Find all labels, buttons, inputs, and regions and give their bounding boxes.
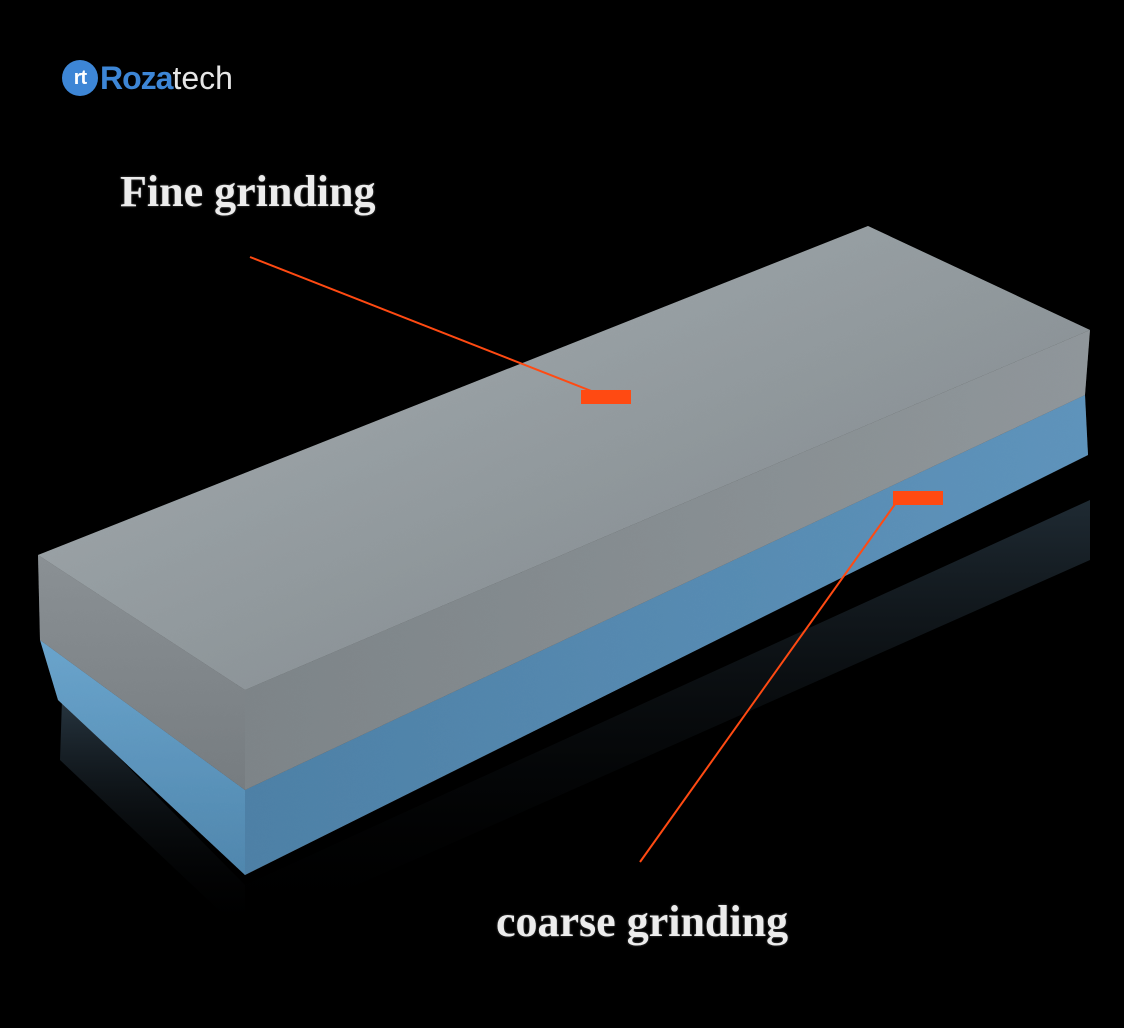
coarse-grinding-label: coarse grinding [496,897,789,946]
fine-grinding-label: Fine grinding [120,167,376,216]
brand-badge-icon: rt [62,60,98,96]
brand-badge-text: rt [73,66,87,89]
brand-name-strong: Roza [100,60,173,96]
brand-name-light: tech [172,60,233,96]
coarse-layer [40,395,1088,875]
brand-logo: rt Rozatech [62,58,233,98]
coarse-pointer [639,491,943,863]
stone-reflection [60,500,1090,935]
brand-name: Rozatech [100,62,233,94]
fine-layer [38,226,1090,790]
fine-pointer [249,256,631,404]
